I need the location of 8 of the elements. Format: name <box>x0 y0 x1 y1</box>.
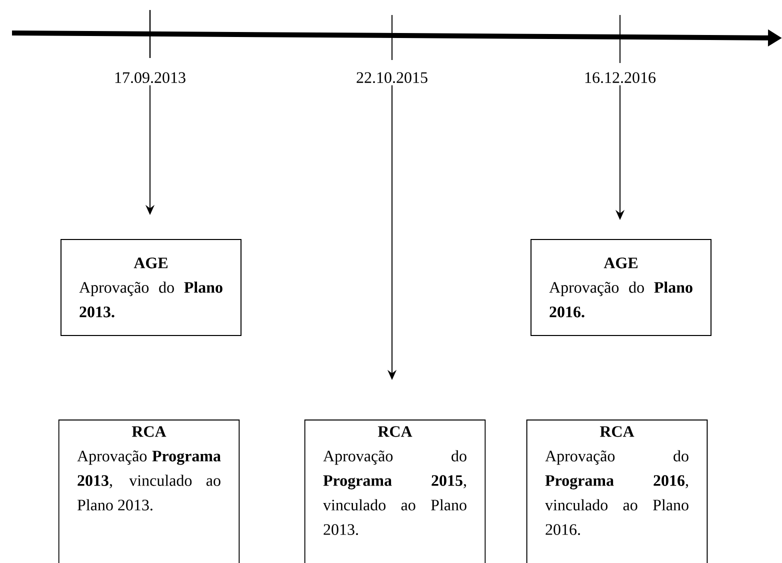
date-label: 16.12.2016 <box>585 72 656 84</box>
process-box: AGE Aprovação do Plano 2016. <box>530 239 712 336</box>
date-label: 17.09.2013 <box>115 72 186 84</box>
process-box: AGE Aprovação do Plano 2013. <box>60 239 242 336</box>
process-box: RCA Aprovação Programa 2013, vinculado ao Plano 2013. <box>58 420 240 563</box>
date-label: 22.10.2015 <box>356 72 428 84</box>
process-box: RCA Aprovação do Programa 2016, vinculado ao Plano 2016. <box>526 420 708 563</box>
process-box: RCA Aprovação do Programa 2015, vinculado ao Plano 2013. <box>304 420 486 563</box>
